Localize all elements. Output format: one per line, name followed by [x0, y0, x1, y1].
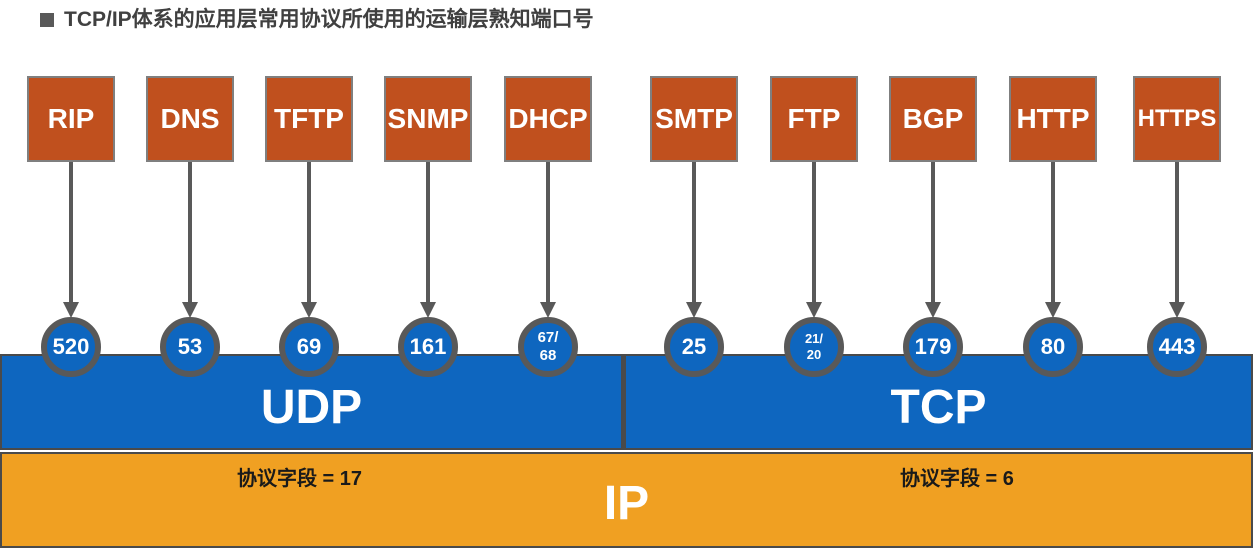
- protocol-box-https: HTTPS: [1133, 76, 1221, 162]
- port-circle-http: 80: [1023, 317, 1083, 377]
- protocol-box-http: HTTP: [1009, 76, 1097, 162]
- protocol-box-dns: DNS: [146, 76, 234, 162]
- tcp-layer: TCP: [623, 354, 1253, 450]
- port-circle-https: 443: [1147, 317, 1207, 377]
- arrow-rip: [63, 162, 79, 318]
- port-circle-ftp: 21/ 20: [784, 317, 844, 377]
- arrow-tftp: [301, 162, 317, 318]
- arrow-https: [1169, 162, 1185, 318]
- arrow-smtp: [686, 162, 702, 318]
- protocol-box-bgp: BGP: [889, 76, 977, 162]
- port-circle-smtp: 25: [664, 317, 724, 377]
- arrow-ftp: [806, 162, 822, 318]
- protocol-box-dhcp: DHCP: [504, 76, 592, 162]
- arrow-dns: [182, 162, 198, 318]
- ip-layer: 协议字段 = 17 协议字段 = 6 IP: [0, 452, 1253, 548]
- tcp-label: TCP: [890, 381, 987, 434]
- udp-label: UDP: [260, 381, 363, 434]
- tcp-protocol-field: 协议字段 = 6: [900, 468, 1014, 490]
- diagram-title: TCP/IP体系的应用层常用协议所使用的运输层熟知端口号: [64, 8, 594, 31]
- port-circle-bgp: 179: [903, 317, 963, 377]
- protocol-box-tftp: TFTP: [265, 76, 353, 162]
- port-circle-dns: 53: [160, 317, 220, 377]
- port-circle-rip: 520: [41, 317, 101, 377]
- port-circle-tftp: 69: [279, 317, 339, 377]
- title-bullet: [40, 13, 54, 27]
- arrow-http: [1045, 162, 1061, 318]
- protocol-box-smtp: SMTP: [650, 76, 738, 162]
- protocol-box-snmp: SNMP: [384, 76, 472, 162]
- arrow-bgp: [925, 162, 941, 318]
- protocol-box-rip: RIP: [27, 76, 115, 162]
- port-circle-snmp: 161: [398, 317, 458, 377]
- arrow-snmp: [420, 162, 436, 318]
- protocol-box-ftp: FTP: [770, 76, 858, 162]
- ip-label: IP: [603, 477, 650, 530]
- udp-protocol-field: 协议字段 = 17: [237, 468, 363, 490]
- arrow-dhcp: [540, 162, 556, 318]
- port-circle-dhcp: 67/ 68: [518, 317, 578, 377]
